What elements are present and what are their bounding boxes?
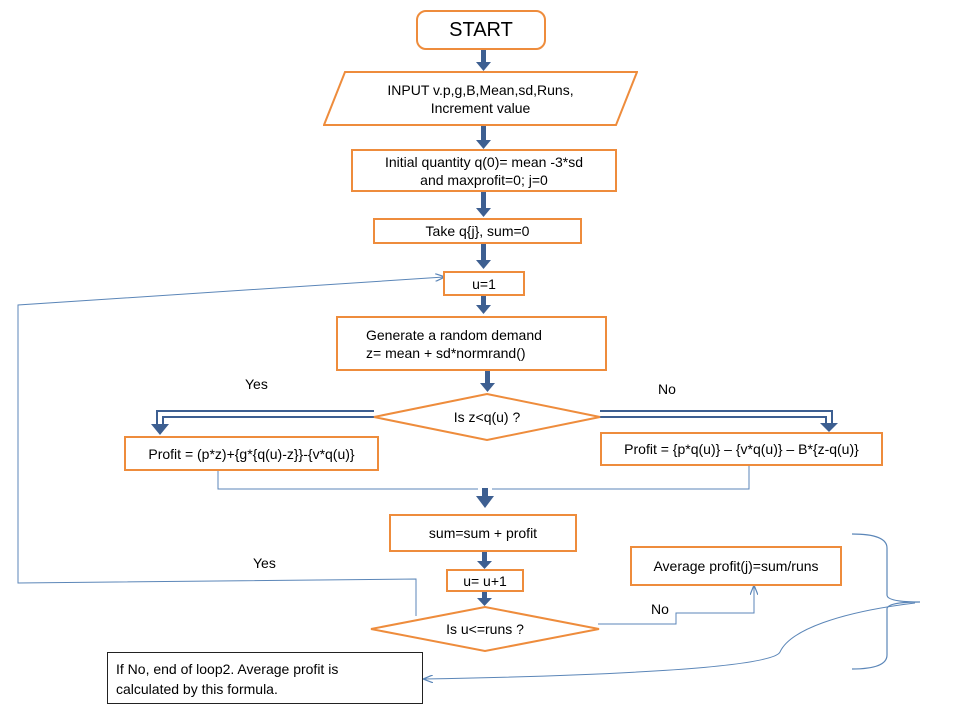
take-q-process: Take q{j}, sum=0: [373, 218, 582, 244]
generate-line-2: z= mean + sd*normrand(): [366, 344, 526, 361]
init-line-2: and maxprofit=0; j=0: [420, 171, 548, 188]
label-no-top: No: [658, 381, 676, 397]
branch-no: [600, 410, 833, 424]
generate-line-1: Generate a random demand: [366, 326, 542, 343]
u-init-label: u=1: [472, 275, 496, 292]
branch-no-arrowhead: [820, 423, 838, 432]
arrow-take-to-u: [476, 244, 491, 269]
arrow-start-to-input: [476, 50, 491, 71]
arrow-sum-to-u-increment: [477, 552, 492, 569]
brace-shape: [851, 533, 921, 670]
sum-update-process: sum=sum + profit: [389, 514, 577, 552]
profit-yes-label: Profit = (p*z)+{g*{q(u)-z}}-{v*q(u)}: [148, 445, 355, 462]
decision-z-label: Is z<q(u) ?: [453, 409, 521, 425]
decision-u: Is u<=runs ?: [370, 606, 600, 652]
arrow-input-to-init: [476, 126, 491, 149]
u-increment-label: u= u+1: [463, 572, 507, 589]
average-profit-label: Average profit(j)=sum/runs: [653, 558, 819, 574]
arrow-init-to-take: [476, 192, 491, 217]
decision-u-label: Is u<=runs ?: [446, 621, 524, 637]
arrow-generate-to-decision: [480, 371, 495, 392]
note-box: If No, end of loop2. Average profit is c…: [107, 652, 423, 704]
merge-lines: [217, 466, 750, 490]
profit-no-label: Profit = {p*q(u)} – {v*q(u)} – B*{z-q(u)…: [624, 441, 859, 457]
label-no-bottom: No: [651, 601, 669, 617]
label-yes-loop: Yes: [253, 555, 276, 571]
input-parallelogram: INPUT v.p,g,B,Mean,sd,Runs, Increment va…: [323, 71, 638, 126]
flow-arrows: [476, 50, 495, 606]
input-line-1: INPUT v.p,g,B,Mean,sd,Runs,: [387, 81, 574, 98]
generate-demand-process: Generate a random demand z= mean + sd*no…: [336, 316, 607, 371]
loop-no-line: [598, 586, 754, 625]
note-line-2: calculated by this formula.: [116, 681, 278, 697]
input-line-2: Increment value: [430, 99, 531, 116]
branch-yes-arrowhead: [151, 424, 169, 435]
profit-no-process: Profit = {p*q(u)} – {v*q(u)} – B*{z-q(u)…: [600, 432, 883, 466]
arrow-u-to-generate: [476, 296, 491, 314]
callout-line: [424, 602, 916, 679]
note-line-1: If No, end of loop2. Average profit is: [116, 661, 339, 677]
label-yes-top: Yes: [245, 376, 268, 392]
loop-yes-line: [17, 277, 444, 616]
u-init-process: u=1: [443, 271, 525, 296]
init-line-1: Initial quantity q(0)= mean -3*sd: [384, 153, 584, 170]
profit-yes-process: Profit = (p*z)+{g*{q(u)-z}}-{v*q(u)}: [124, 436, 379, 471]
take-q-label: Take q{j}, sum=0: [425, 223, 530, 239]
arrow-merge-to-sum: [476, 488, 494, 508]
branch-yes: [156, 410, 374, 426]
init-process: Initial quantity q(0)= mean -3*sd and ma…: [351, 149, 617, 192]
average-profit-process: Average profit(j)=sum/runs: [630, 546, 842, 586]
decision-z: Is z<q(u) ?: [373, 393, 601, 441]
u-increment-process: u= u+1: [446, 569, 524, 592]
start-label: START: [449, 19, 513, 41]
start-terminator: START: [416, 10, 546, 50]
arrow-u-increment-to-decision: [477, 592, 492, 606]
sum-update-label: sum=sum + profit: [428, 525, 538, 541]
